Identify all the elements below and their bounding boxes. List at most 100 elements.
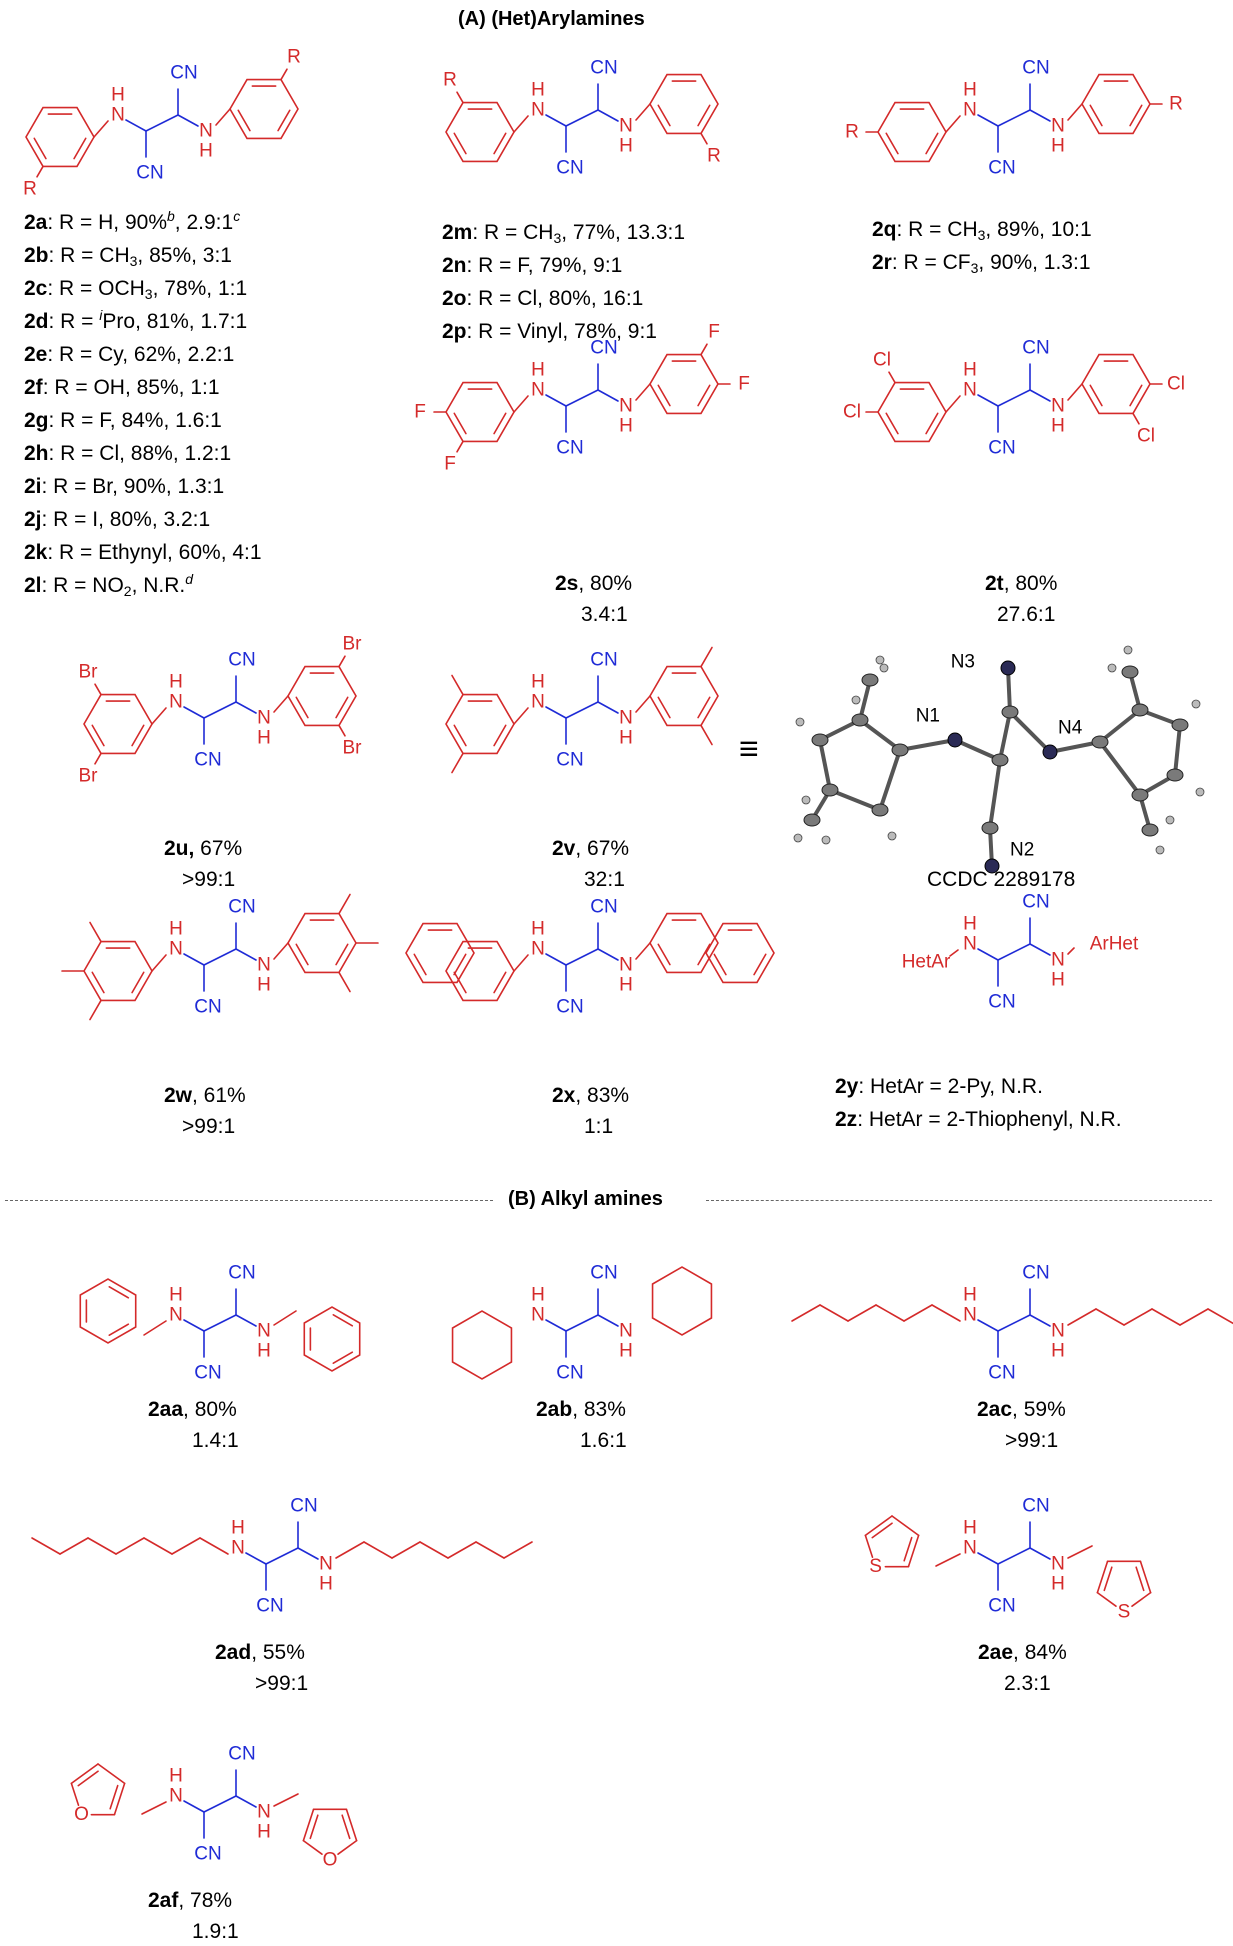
crystal-bond xyxy=(998,710,1012,762)
heptyl-chain-left xyxy=(199,1537,229,1555)
compound-id: 2u, xyxy=(164,837,195,860)
amine-n-left: N xyxy=(531,939,545,960)
cyano-label-top: CN xyxy=(1022,58,1049,79)
amine-n-right: N xyxy=(619,1321,633,1342)
methyl-bond xyxy=(338,971,351,993)
superscript: b xyxy=(167,208,175,224)
compound-id: 2i xyxy=(24,475,42,498)
crystal-atom-c xyxy=(891,743,909,757)
amine-n-right: N xyxy=(1051,396,1065,417)
heptyl-chain-left xyxy=(171,1537,201,1555)
amine-n-right: N xyxy=(257,1802,271,1823)
crystal-atom-c xyxy=(981,821,999,835)
compound-id: 2h xyxy=(24,442,49,465)
cn-amine-bond xyxy=(183,953,205,966)
caption-row: 2i: R = Br, 90%, 1.3:1 xyxy=(24,476,262,509)
amine-h-right: H xyxy=(1051,1574,1065,1595)
methyl-bond xyxy=(700,724,713,746)
methyl-bond xyxy=(338,893,351,915)
hexyl-chain-left xyxy=(847,1304,877,1322)
caption-line: 2t, 80% xyxy=(985,573,1057,594)
caption-2y-2z: 2y: HetAr = 2-Py, N.R.2z: HetAr = 2-Thio… xyxy=(835,1076,1122,1142)
compound-id: 2x xyxy=(552,1084,576,1107)
caption-text: : R = Ethynyl, 60%, 4:1 xyxy=(47,541,262,564)
amine-n-right: N xyxy=(257,708,271,729)
caption-text: : R = NO xyxy=(41,574,124,597)
cyano-label-bottom: CN xyxy=(256,1596,283,1617)
n-aryl-bond xyxy=(513,707,529,725)
crystal-atom-c xyxy=(1131,788,1149,802)
dr-ratio: >99:1 xyxy=(255,1672,309,1695)
crystal-bond xyxy=(858,678,872,722)
caption-row: 2d: R = iPro, 81%, 1.7:1 xyxy=(24,308,262,344)
furan-o-right: O xyxy=(323,1850,338,1871)
cyano-label-top: CN xyxy=(590,338,617,359)
yield: , 80% xyxy=(1003,572,1058,595)
cn-amine-bond xyxy=(235,1314,257,1327)
double-bond xyxy=(1129,104,1143,127)
ring-bond xyxy=(864,1515,893,1537)
cyano-label-bottom: CN xyxy=(194,1844,221,1865)
cc-bond xyxy=(203,701,237,719)
substituent-bond xyxy=(888,371,896,384)
cyano-label-top: CN xyxy=(228,1263,255,1284)
amine-h-right: H xyxy=(1051,1341,1065,1362)
caption-row: 2p: R = Vinyl, 78%, 9:1 xyxy=(442,321,685,354)
double-bond xyxy=(33,137,47,160)
double-bond xyxy=(453,724,467,747)
amine-h-left: H xyxy=(531,919,545,940)
subscript: 3 xyxy=(144,286,153,302)
crystal-bond xyxy=(898,738,957,752)
heptyl-chain-left xyxy=(59,1537,89,1555)
double-bond xyxy=(753,953,767,976)
hexyl-chain-left xyxy=(931,1304,961,1322)
caption-tail: , 90%, 1.3:1 xyxy=(978,251,1091,274)
caption-text: : R = CH xyxy=(896,218,978,241)
caption-tail: , 85%, 3:1 xyxy=(137,244,232,267)
amine-n-right: N xyxy=(1051,1321,1065,1342)
caption-row: 2f: R = OH, 85%, 1:1 xyxy=(24,377,262,410)
ring-bond xyxy=(345,1808,358,1842)
crystal-atom-h xyxy=(821,835,831,845)
substituent-bond xyxy=(456,91,464,104)
caption-tail: , 77%, 13.3:1 xyxy=(561,221,686,244)
amine-n-right: N xyxy=(619,708,633,729)
crystal-atom-h xyxy=(1195,787,1205,797)
yield: , 55% xyxy=(251,1641,305,1664)
ccdc-number: CCDC 2289178 xyxy=(927,868,1076,891)
double-bond xyxy=(1129,384,1143,407)
crystal-atom-n xyxy=(1042,744,1058,760)
atom-label-n3: N3 xyxy=(951,652,975,673)
caption-line: 2v, 67% xyxy=(552,838,629,859)
aryl-ring-left xyxy=(83,940,153,1002)
cn-amine-bond xyxy=(597,389,619,402)
compound-id: 2aa xyxy=(148,1398,184,1421)
caption-text: : R = CH xyxy=(48,244,130,267)
n-aryl-bond xyxy=(93,120,109,138)
crystal-bond xyxy=(828,788,882,812)
cc-bond xyxy=(565,389,599,407)
double-bond xyxy=(131,971,145,994)
compound-id: 2n xyxy=(442,254,467,277)
double-bond xyxy=(657,943,671,966)
amine-n-right: N xyxy=(619,396,633,417)
amine-h-right: H xyxy=(619,1341,633,1362)
n-aryl-bond xyxy=(945,115,961,133)
amine-h-right: H xyxy=(257,975,271,996)
yield: , 84% xyxy=(1013,1641,1067,1664)
cn-amine-bond xyxy=(1029,109,1051,122)
amine-n-right: N xyxy=(1051,116,1065,137)
aryl-ring-right xyxy=(1081,73,1151,135)
benzyl-ch2 xyxy=(273,1310,297,1326)
double-bond xyxy=(493,132,507,155)
crystal-atom-c xyxy=(851,713,869,727)
hexyl-chain-left xyxy=(791,1304,821,1322)
crystal-atom-c xyxy=(1091,735,1109,749)
double-bond xyxy=(1089,384,1103,407)
cn-amine-bond xyxy=(977,114,999,127)
caption-row: 2g: R = F, 84%, 1.6:1 xyxy=(24,410,262,443)
heptyl-chain-right xyxy=(503,1541,533,1559)
cyano-label-bottom: CN xyxy=(988,1596,1015,1617)
substituent-r: R xyxy=(287,47,301,68)
caption-2u: 2u, 67%>99:1 xyxy=(164,838,242,890)
